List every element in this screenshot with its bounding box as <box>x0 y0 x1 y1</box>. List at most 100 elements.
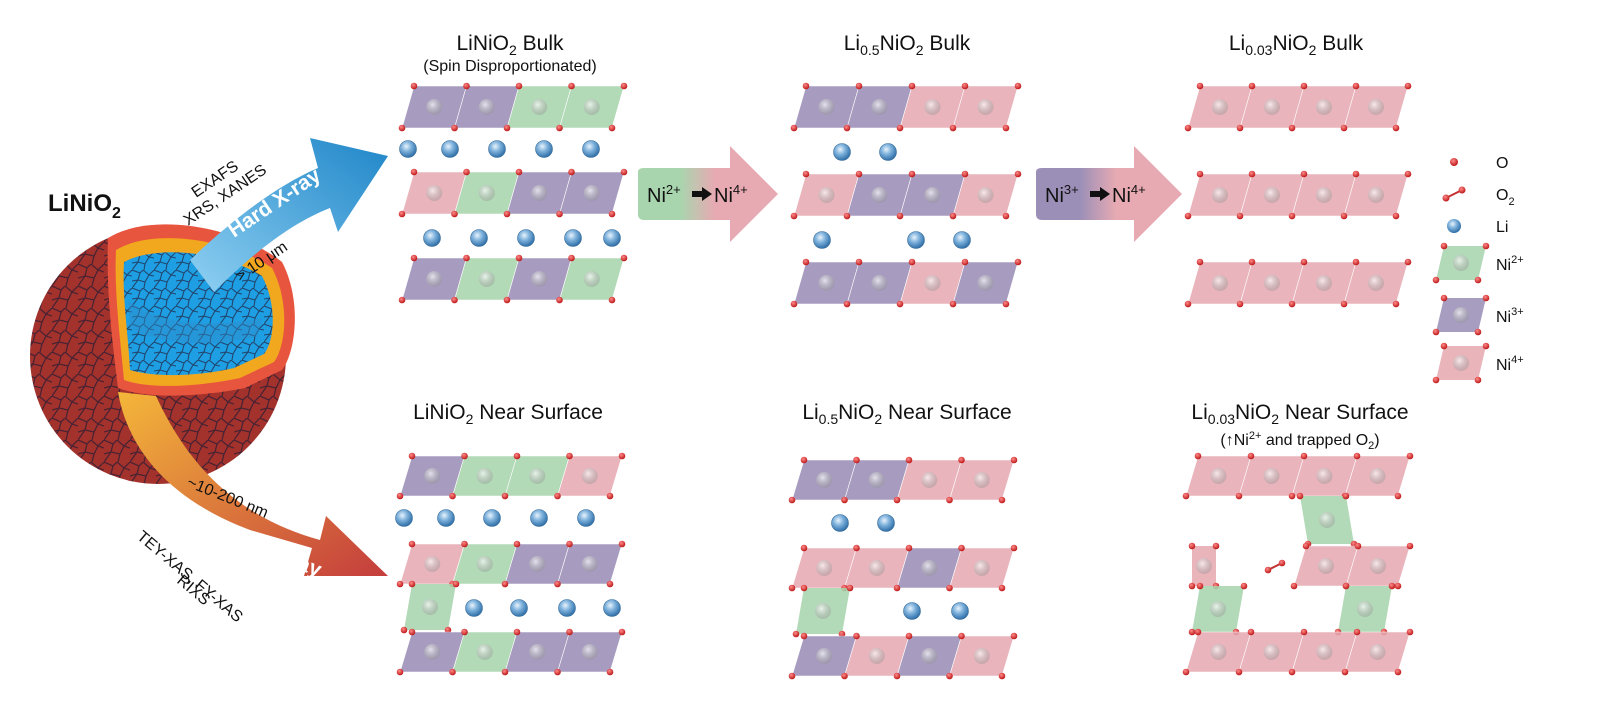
oxygen-atom <box>1340 124 1348 132</box>
oxygen-atom <box>1300 258 1308 266</box>
nio2-layer-1 <box>790 82 1022 132</box>
ni-atom <box>1369 468 1386 484</box>
ni-atom <box>478 271 495 287</box>
ni-atom <box>1318 558 1334 574</box>
nio2-layer-3 <box>788 632 1018 680</box>
oxygen-atom <box>501 492 509 500</box>
oxygen-atom <box>1406 452 1414 460</box>
lithium-layer <box>903 602 969 620</box>
oxygen-atom <box>463 82 470 90</box>
oxygen-atom <box>606 492 614 500</box>
ni-atom <box>583 185 600 201</box>
oxygen-atom <box>1406 542 1414 550</box>
oxygen-atom <box>620 168 628 176</box>
ni-atom <box>816 648 833 664</box>
lithium-atom <box>603 229 621 247</box>
ni-atom <box>1264 99 1280 115</box>
lithium-atom <box>470 229 488 247</box>
oxygen-atom <box>1288 124 1296 132</box>
legend-label-ni4: Ni4+ <box>1496 354 1524 374</box>
legend-item-oxygen: O <box>1450 155 1508 172</box>
nio2-layer-3 <box>1182 628 1414 676</box>
oxygen-atom <box>1340 212 1348 220</box>
oxygen-atom <box>515 82 523 90</box>
lithium-layer <box>399 140 600 158</box>
oxygen-atom <box>1432 376 1440 384</box>
lithium-layer <box>813 231 971 249</box>
oxygen-atom <box>1474 276 1482 284</box>
oxygen-atom <box>1352 170 1360 178</box>
ni-atom <box>1368 187 1384 203</box>
ni-atom <box>583 99 600 115</box>
ni-atom <box>1368 275 1384 291</box>
oxygen-atom <box>1404 258 1412 266</box>
lithium-atom <box>395 509 413 527</box>
oxygen-atom <box>1342 582 1350 590</box>
oxygen-atom <box>1482 342 1490 350</box>
ni-atom <box>1263 644 1280 660</box>
hard-xray-shape <box>190 138 388 292</box>
oxygen-atom <box>1353 452 1361 460</box>
oxygen-atom <box>608 210 616 218</box>
ni-atom <box>529 468 546 484</box>
oxygen-atom <box>958 632 965 640</box>
oxygen-atom <box>1184 124 1192 132</box>
oxygen-atom <box>503 210 511 218</box>
oxygen-atom <box>461 452 468 460</box>
ni-atom <box>531 271 548 287</box>
legend-label-o2: O2 <box>1496 187 1515 208</box>
lithium-atom <box>437 509 455 527</box>
ni-atom <box>581 556 598 572</box>
oxygen-atom <box>1196 582 1204 590</box>
oxygen-atom <box>566 628 573 636</box>
oxygen-atom <box>556 124 563 132</box>
oxygen-atom <box>566 540 573 548</box>
lithium-atom <box>879 143 897 161</box>
ni-atom <box>583 271 600 287</box>
ni-atom <box>921 472 938 488</box>
oxygen-atom <box>451 210 458 218</box>
oxygen-atom <box>461 540 468 548</box>
panel-bulk-li003nio2 <box>1184 82 1412 308</box>
ni-atom <box>973 472 990 488</box>
oxygen-atom <box>1340 300 1348 308</box>
ni-atom <box>1369 644 1386 660</box>
panel-title-surface-0: LiNiO2 Near Surface <box>413 401 603 427</box>
oxygen-atom <box>1235 668 1243 676</box>
lithium-atom <box>535 140 553 158</box>
oxygen-atom <box>800 544 808 552</box>
oxygen-atom <box>843 124 851 132</box>
panel-surface-linio2 <box>395 452 626 676</box>
nio2-layer-2 <box>396 540 626 588</box>
oxygen-atom <box>908 258 916 266</box>
ni-atom <box>426 185 443 201</box>
panel-subtitle-surface-003: (↑Ni2+ and trapped O2) <box>1220 430 1379 452</box>
oxygen-atom <box>568 168 575 176</box>
oxygen-atom <box>503 296 511 304</box>
oxygen-atom <box>451 296 458 304</box>
ni-atom <box>1453 307 1469 323</box>
ni-atom <box>924 187 941 203</box>
soft-xray-shape <box>118 392 388 576</box>
ni-atom <box>924 275 941 291</box>
oxygen-atom <box>515 254 523 262</box>
oxygen-atom <box>1196 170 1204 178</box>
oxygen-atom <box>843 300 851 308</box>
oxygen-atom <box>501 580 509 588</box>
oxygen-atom <box>1440 294 1448 302</box>
oxygen-atom <box>554 580 561 588</box>
oxygen-atom <box>790 300 798 308</box>
ni-atom <box>422 599 438 615</box>
oxygen-atom <box>1341 668 1349 676</box>
oxygen-atom <box>1196 258 1204 266</box>
ni-atom <box>977 187 994 203</box>
oxygen-atom <box>1236 212 1244 220</box>
lithium-atom <box>441 140 459 158</box>
oxygen-atom <box>1014 82 1022 90</box>
oxygen-atom <box>398 210 406 218</box>
ni-atom <box>529 644 546 660</box>
oxygen-atom <box>1194 628 1202 636</box>
oxygen-atom <box>463 254 470 262</box>
oxygen-atom <box>1404 82 1412 90</box>
oxygen-symbol <box>1450 158 1458 166</box>
